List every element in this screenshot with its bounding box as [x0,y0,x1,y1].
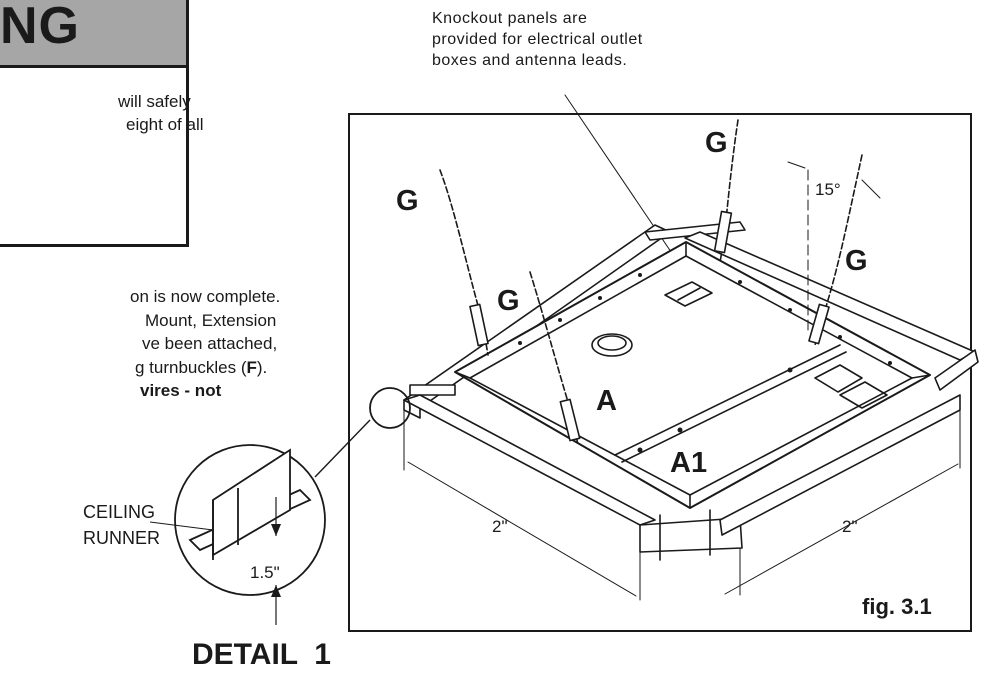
instruction-line-4: g turnbuckles (F). [0,356,280,380]
warning-box: NG will safely eight of all [0,0,204,247]
instruction-line-3: ve been attached, [142,334,278,353]
callout-line-1: Knockout panels are [432,10,588,27]
cable-grommet [591,333,633,357]
knockout-callout: Knockout panels are provided for electri… [432,8,643,71]
label-angle: 15° [815,180,841,199]
suspension-wires [439,119,863,446]
warning-line-1: will safely [118,92,191,111]
label-dim-right: 2" [842,517,858,536]
label-g-left: G [396,185,419,217]
warning-line-2: eight of all [126,115,204,134]
callout-line-3: boxes and antenna leads. [432,52,628,69]
knockout-panels [664,281,888,409]
mounting-plate [454,241,931,509]
angle-indicator [787,161,881,331]
diagram-labels: G G G G A A1 15° 2" 2" fig. 3.1 CEILING … [83,127,932,671]
label-dim-detail: 1.5" [250,563,280,582]
detail-title: DETAIL 1 [192,638,331,671]
instruction-line-1: on is now complete. [130,287,281,306]
instruction-line-4-pre: g turnbuckles ( [135,357,247,377]
instruction-line-4-bold: F [246,357,257,377]
label-runner: RUNNER [83,528,160,548]
figure-frame [348,113,972,632]
callout-line-2: provided for electrical outlet [432,31,643,48]
instruction-line-2: Mount, Extension [145,310,277,330]
warning-title: NG [0,0,80,55]
label-g-inner: G [497,285,520,317]
label-a: A [596,385,617,417]
label-dim-left: 2" [492,517,508,536]
rivets [518,273,892,453]
instruction-line-4-post: ). [256,357,268,377]
detail-magnifier [149,387,411,625]
installation-text: on is now complete. Mount, Extension ve … [0,285,280,403]
label-g-right: G [845,245,868,277]
warning-header: NG [0,0,186,68]
label-ceiling: CEILING [83,502,155,522]
dimension-lines [403,409,961,601]
label-g-top: G [705,127,728,159]
instruction-line-5: vires - not [140,381,222,400]
label-a1: A1 [670,447,707,479]
figure-label: fig. 3.1 [862,594,932,619]
callout-leader [564,94,691,281]
